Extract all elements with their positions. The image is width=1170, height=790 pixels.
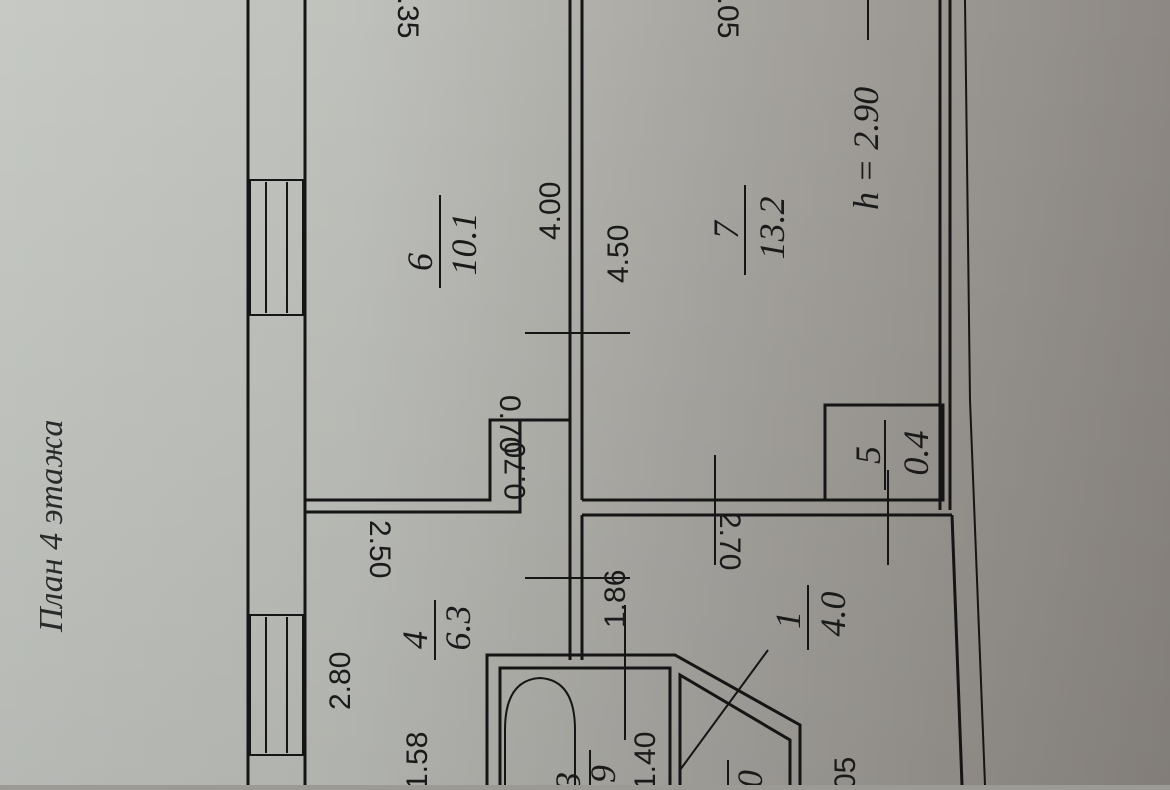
- dimension-2-80: 2.80: [324, 652, 357, 710]
- svg-text:3: 3: [548, 772, 588, 785]
- dimension-1-40: 1.40: [629, 732, 662, 785]
- window: [249, 179, 304, 316]
- interior-walls: [305, 0, 952, 785]
- closet-5-outline: [823, 403, 945, 502]
- svg-text:4.0: 4.0: [813, 592, 853, 637]
- room-7-label: 7 13.2: [706, 185, 792, 275]
- dimension-05: 05: [829, 757, 862, 785]
- room-5-label: 5 0.4: [848, 420, 936, 490]
- window: [249, 614, 304, 756]
- room-4-label: 4 6.3: [395, 600, 478, 660]
- dimension-1-58: 1.58: [401, 732, 434, 785]
- svg-text:1.0: 1.0: [730, 770, 770, 785]
- svg-text:6.3: 6.3: [438, 606, 478, 651]
- dimension-4-50: 4.50: [602, 225, 635, 283]
- ceiling-height: h = 2.90: [846, 87, 886, 210]
- plan-title: План 4 этажа: [33, 420, 70, 633]
- svg-text:5: 5: [848, 446, 888, 464]
- dimension-3-05: 3.05: [711, 0, 744, 38]
- dimension-2-35: 2.35: [391, 0, 424, 38]
- dimension-0-70-top: 0.70: [493, 395, 526, 453]
- svg-text:4: 4: [395, 631, 435, 649]
- svg-text:1: 1: [768, 611, 808, 629]
- dimension-0-70: 0.70: [499, 442, 532, 500]
- room-1-label: 1 4.0: [768, 585, 853, 650]
- svg-text:6: 6: [400, 253, 440, 271]
- svg-text:13.2: 13.2: [752, 197, 792, 260]
- dimension-2-50: 2.50: [363, 520, 396, 578]
- svg-text:10.1: 10.1: [444, 213, 484, 276]
- dimension-2-70: 2.70: [713, 512, 746, 570]
- dimension-1-86: 1.86: [599, 570, 632, 628]
- svg-text:1.9: 1.9: [583, 765, 623, 785]
- bathtub: [504, 676, 576, 785]
- svg-text:0.4: 0.4: [896, 431, 936, 476]
- room-6-label: 6 10.1: [400, 195, 484, 288]
- svg-text:7: 7: [706, 219, 746, 239]
- outer-walls: [246, 0, 986, 786]
- dimension-4-00: 4.00: [534, 182, 567, 240]
